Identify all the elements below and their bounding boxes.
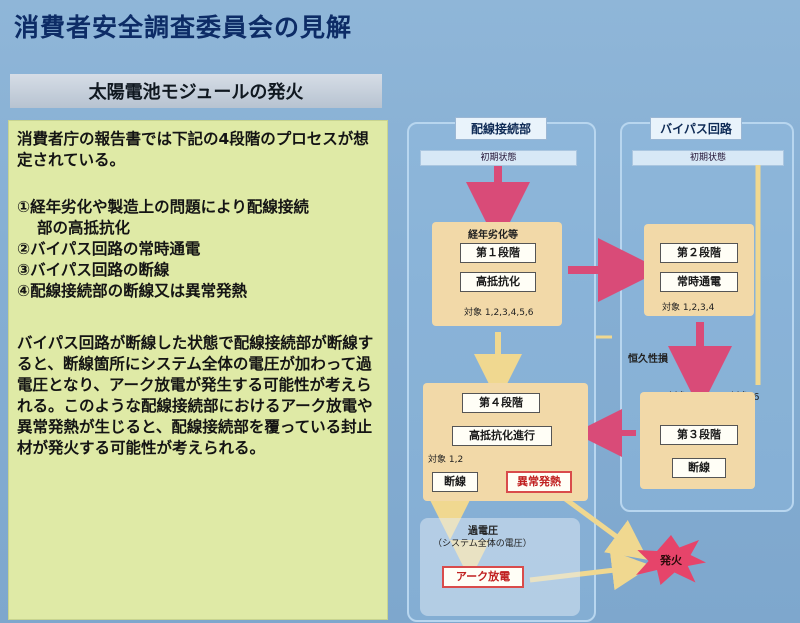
wiring-initial-state: 初期状態 bbox=[420, 150, 577, 166]
stage-4-label: 第４段階 bbox=[462, 393, 540, 413]
stage-3-label: 第３段階 bbox=[660, 425, 738, 445]
stage-4-box: 高抵抗化進行 bbox=[452, 426, 552, 446]
stage-2-block bbox=[644, 224, 754, 316]
explanation-box: 消費者庁の報告書では下記の4段階のプロセスが想定されている。 ①経年劣化や製造上… bbox=[8, 120, 388, 620]
stage-2-label: 第２段階 bbox=[660, 243, 738, 263]
section-subtitle: 太陽電池モジュールの発火 bbox=[10, 74, 382, 108]
ijou-hatsunetsu-box: 異常発熱 bbox=[506, 471, 572, 493]
kaden-sub-label: （システム全体の電圧） bbox=[433, 539, 532, 549]
stage-2-box: 常時通電 bbox=[660, 272, 738, 292]
stage-1-note: 経年劣化等 bbox=[468, 230, 518, 241]
kaden-label: 過電圧 bbox=[468, 526, 498, 537]
intro-text: 消費者庁の報告書では下記の4段階のプロセスが想定されている。 bbox=[17, 130, 369, 169]
step-1-line2: 部の高抵抗化 bbox=[37, 219, 131, 237]
stage-3-box: 断線 bbox=[672, 458, 726, 478]
stage-1-target: 対象 1,2,3,4,5,6 bbox=[464, 308, 534, 318]
dansen-box: 断線 bbox=[432, 472, 478, 492]
wiring-header: 配線接続部 bbox=[455, 117, 547, 140]
step-item-2: ②バイパス回路の常時通電 bbox=[17, 240, 201, 258]
step-list: ①経年劣化や製造上の問題により配線接続 部の高抵抗化 ②バイパス回路の常時通電 … bbox=[17, 197, 381, 302]
stage-2-target: 対象 1,2,3,4 bbox=[662, 303, 715, 313]
arc-discharge-box: アーク放電 bbox=[442, 566, 524, 588]
conclusion-text: バイパス回路が断線した状態で配線接続部が断線すると、断線箇所にシステム全体の電圧… bbox=[17, 334, 374, 457]
stage-1-box: 高抵抗化 bbox=[460, 272, 536, 292]
ignition-label: 発火 bbox=[660, 554, 682, 567]
step-item-3: ③バイパス回路の断線 bbox=[17, 261, 170, 279]
step-item-1: ①経年劣化や製造上の問題により配線接続 部の高抵抗化 bbox=[17, 197, 381, 239]
step-item-4: ④配線接続部の断線又は異常発熱 bbox=[17, 282, 248, 300]
step-1-line1: ①経年劣化や製造上の問題により配線接続 bbox=[17, 198, 309, 216]
stage-4-target: 対象 1,2 bbox=[428, 455, 464, 465]
bypass-header: バイパス回路 bbox=[650, 117, 742, 140]
eikyu-label: 恒久性損 bbox=[628, 354, 668, 365]
line-ijou-to-hakka bbox=[558, 492, 649, 560]
bypass-initial-state: 初期状態 bbox=[632, 150, 784, 166]
stage-1-label: 第１段階 bbox=[460, 243, 536, 263]
slide-title: 消費者安全調査委員会の見解 bbox=[14, 13, 353, 42]
